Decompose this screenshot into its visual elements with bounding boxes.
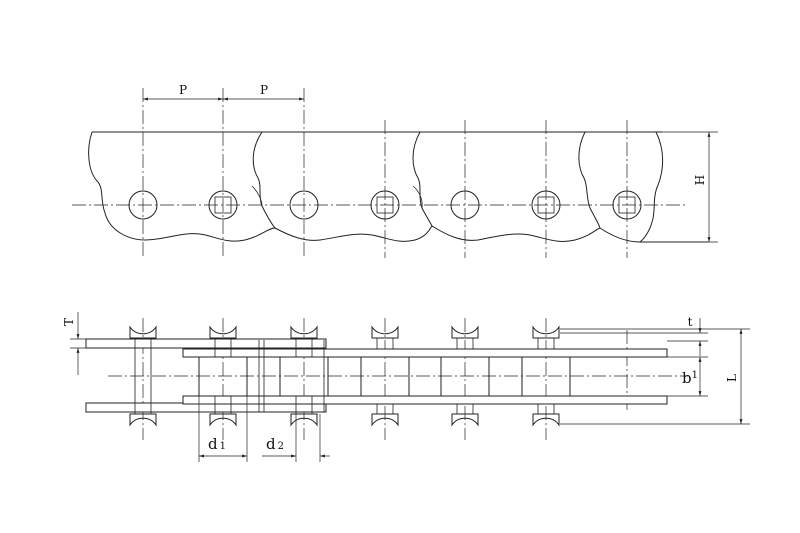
pin-head-top-3 [290, 325, 318, 339]
pin-shank-5a [456, 337, 474, 350]
pin-shank-3b [295, 395, 313, 415]
link-overlap-1b [251, 185, 263, 207]
pin-heads-bottom [129, 413, 560, 427]
pin-hole-4 [370, 190, 400, 220]
pin-head-bottom-2 [209, 413, 237, 427]
pin-square-2 [214, 196, 232, 214]
link-overlap-2b [412, 185, 423, 209]
b1-label: b1 [682, 369, 698, 387]
pin-head-bottom-5 [451, 413, 479, 427]
link-overlap-1 [252, 131, 276, 229]
pin-shank-2a [214, 337, 232, 358]
pin-square-4 [376, 196, 394, 214]
inner-plate-top [182, 348, 668, 358]
inner-plate-bottom [182, 395, 668, 405]
link-overlap-3 [578, 131, 601, 229]
pin-head-bottom-3 [290, 413, 318, 427]
T-label: T [62, 318, 76, 326]
pin-square-7 [618, 196, 636, 214]
pin-shank-6b [537, 403, 555, 415]
pin-head-top-4 [371, 325, 399, 339]
roller-5 [521, 356, 571, 397]
pin-square-6 [537, 196, 555, 214]
d1-label-sub: 1 [220, 441, 226, 452]
plate-right-curl [639, 131, 664, 243]
pin-shank-1 [134, 337, 152, 415]
pin-heads-top [129, 325, 560, 339]
pin-shank-4b [376, 403, 394, 415]
L-label: L [725, 374, 739, 382]
b1-label-sub: 1 [692, 370, 698, 381]
roller-3 [360, 356, 410, 397]
pin-shank-3a [295, 337, 313, 358]
roller-4 [440, 356, 490, 397]
outer-plate-top [85, 338, 327, 349]
pin-shank-2b [214, 395, 232, 415]
pin-holes [128, 190, 642, 220]
b1-label-base: b [682, 369, 692, 387]
pitch-label-2: P [260, 83, 268, 97]
link-overlap-2 [412, 131, 433, 227]
pin-hole-1 [128, 190, 158, 220]
pin-shank-5b [456, 403, 474, 415]
pin-shank-4a [376, 337, 394, 350]
pin-shanks [134, 337, 555, 415]
d2-label-sub: 2 [278, 441, 284, 452]
side-view: P P H [72, 83, 718, 258]
pitch-label-1: P [179, 83, 187, 97]
plate-left-curl [88, 131, 106, 214]
height-label: H [693, 175, 707, 185]
pin-head-bottom-1 [129, 413, 157, 427]
pin-head-bottom-6 [532, 413, 560, 427]
pin-head-top-5 [451, 325, 479, 339]
d1-label-base: d [208, 435, 218, 453]
pin-head-top-1 [129, 325, 157, 339]
pin-hole-2 [208, 190, 238, 220]
pin-hole-7 [612, 190, 642, 220]
plate-bottom-edge [104, 212, 708, 243]
pin-hole-6 [531, 190, 561, 220]
d2-label-base: d [266, 435, 276, 453]
pin-shank-6a [537, 337, 555, 350]
pin-head-bottom-4 [371, 413, 399, 427]
pin-head-top-2 [209, 325, 237, 339]
pin-hole-5 [450, 190, 480, 220]
pin-head-top-6 [532, 325, 560, 339]
pin-hole-3 [289, 190, 319, 220]
rollers [198, 356, 571, 397]
t-label: t [688, 315, 693, 329]
